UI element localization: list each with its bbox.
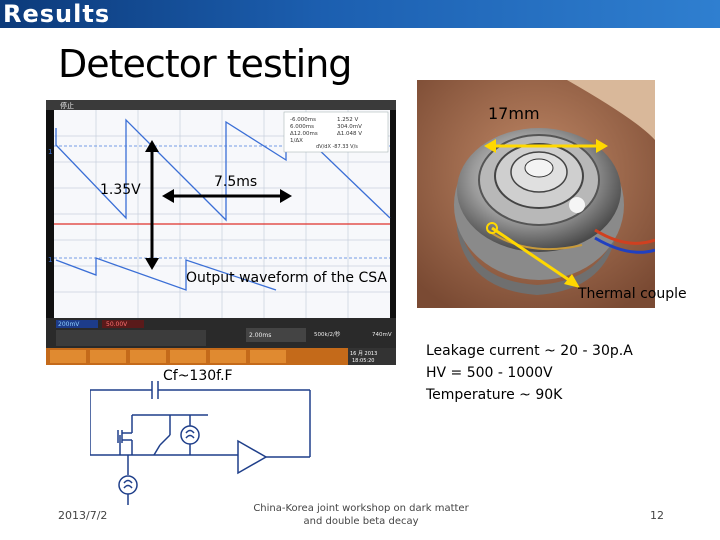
slide-title: Detector testing [58,42,352,86]
sample-info: 500k/2/秒 [314,330,341,338]
thermocouple-label: Thermal couple [578,286,687,302]
scope-date: 16 月 2013 [350,351,377,357]
cursor-readout-1: -6.000ms [290,117,316,123]
detector-photo [417,80,655,308]
header-bar: Results [0,0,720,28]
cursor-readout-7: Δ1.048 V [337,131,362,137]
page-number: 12 [650,509,664,522]
footer-event: China-Korea joint workshop on dark matte… [253,503,469,527]
temperature: Temperature ~ 90K [426,387,563,403]
oscilloscope-display: 停止 1 1 -6.000ms 6.000ms Δ12.00ms 1/ΔX 1.… [46,100,396,365]
cursor-readout-5: 1.252 V [337,117,358,123]
high-voltage: HV = 500 - 1000V [426,365,553,381]
waveform-caption: Output waveform of the CSA [186,270,387,286]
size-arrow [484,139,608,153]
ch2-scale: 50.00V [106,321,128,328]
cursor-readout-6: 304.0mV [337,124,362,130]
size-label: 17mm [488,104,540,123]
svg-text:1: 1 [48,256,52,264]
section-title: Results [3,0,111,28]
cursor-readout-3: Δ12.00ms [290,131,318,137]
time-label: 7.5ms [214,174,258,190]
csa-schematic [90,381,311,505]
trigger-level: 740mV [372,332,392,338]
scope-time: 18:05:20 [352,358,374,364]
cursor-readout-8: dV/dX -87.33 V/s [316,144,358,150]
svg-text:停止: 停止 [60,101,74,110]
leakage-current: Leakage current ~ 20 - 30p.A [426,343,633,359]
feedback-cap-label: Cf~130f.F [163,368,233,384]
oscilloscope-screenshot: 停止 1 1 -6.000ms 6.000ms Δ12.00ms 1/ΔX 1.… [46,100,396,365]
detector-image [417,80,655,308]
ch1-scale: 200mV [58,321,80,328]
cursor-readout-2: 6.000ms [290,124,314,130]
voltage-label: 1.35V [100,182,141,198]
specs-list: Leakage current ~ 20 - 30p.A HV = 500 - … [426,340,633,406]
svg-text:1: 1 [48,148,52,156]
cursor-readout-4: 1/ΔX [290,138,303,144]
thermocouple-callout [486,222,580,288]
time-scale: 2.00ms [249,332,271,339]
voltage-arrow [145,140,159,270]
time-arrow [162,189,292,203]
footer-date: 2013/7/2 [58,509,108,522]
